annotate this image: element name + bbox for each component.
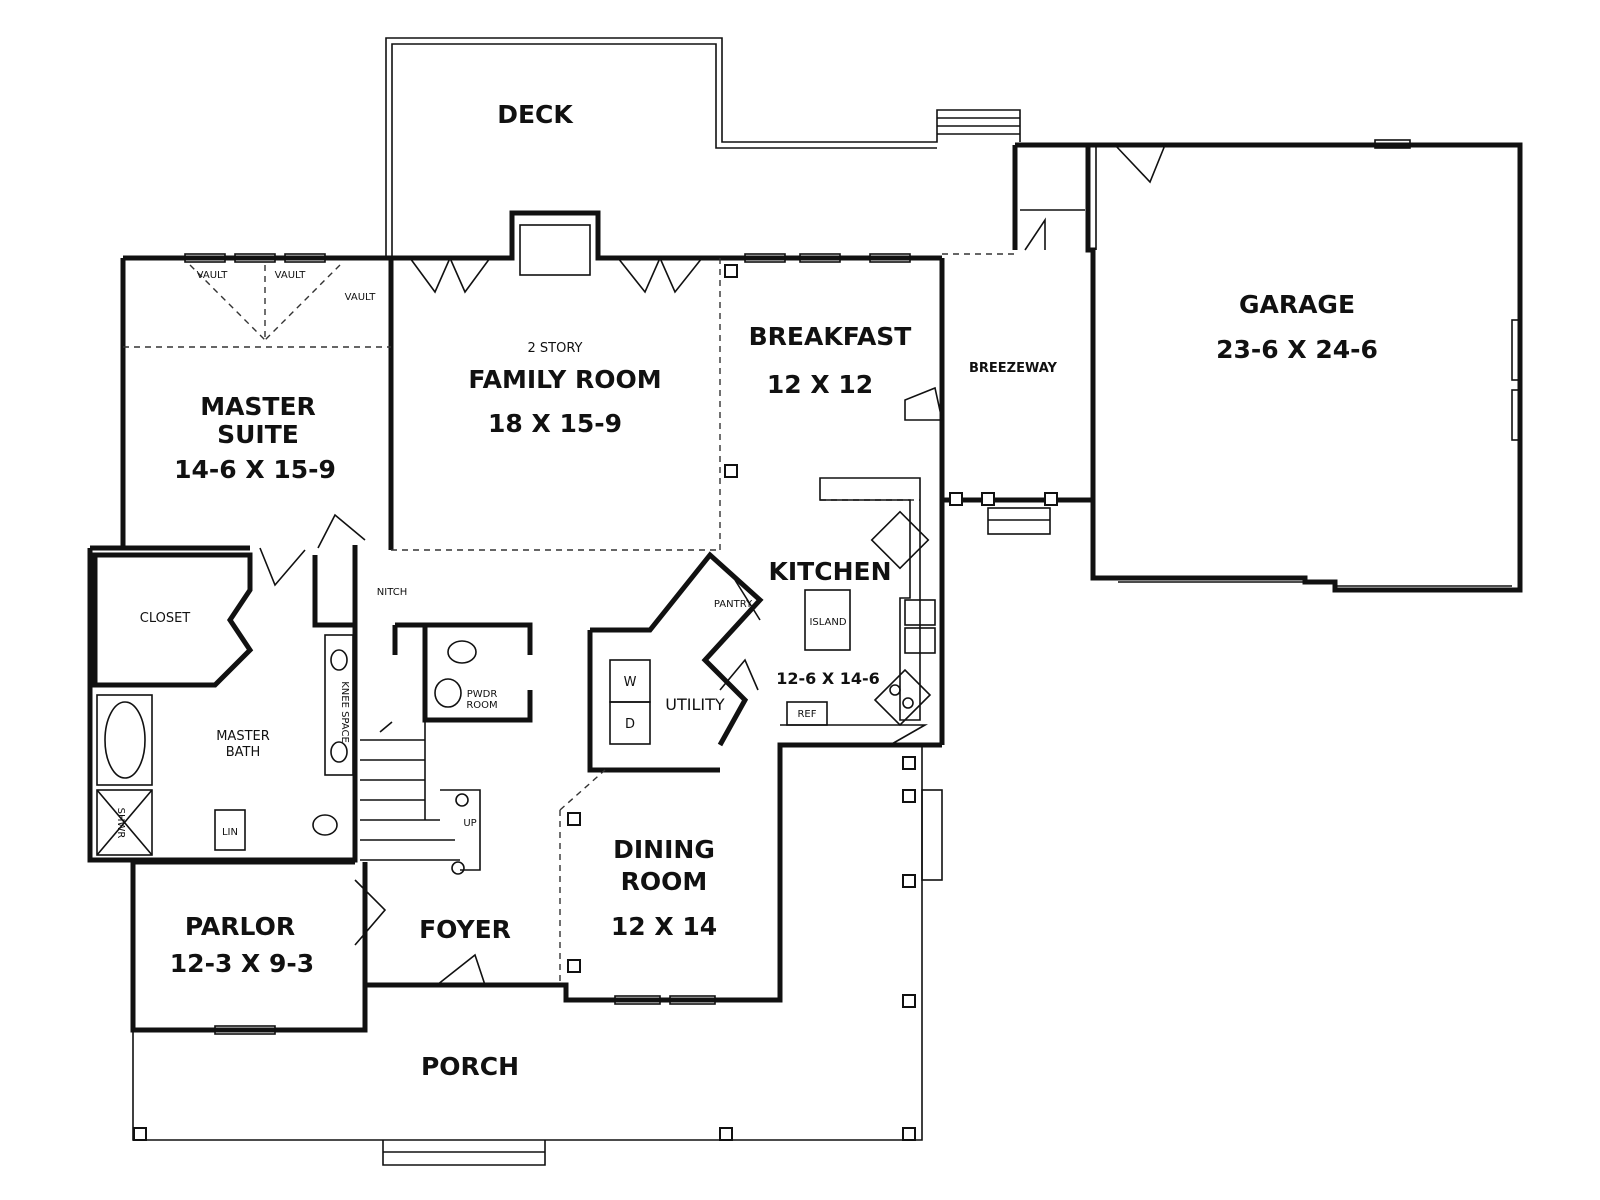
breezeway-details [904,386,1058,535]
family-room-label: FAMILY ROOM [468,365,661,394]
stairs [360,720,481,875]
garage-label: GARAGE [1239,290,1355,319]
parlor-size: 12-3 X 9-3 [170,949,314,978]
vault-markers: VAULT VAULT VAULT [123,264,391,348]
foyer-label: FOYER [419,915,511,944]
dining-room-label-2: ROOM [621,867,708,896]
family-room-doors [409,256,703,294]
kitchen-label: KITCHEN [769,557,892,586]
pantry-door [734,579,761,621]
powder-room-fixtures [434,640,477,708]
knee-space-label: KNEE SPACE [339,681,350,743]
kitchen-fixtures [780,477,936,746]
ref-label: REF [797,709,816,720]
master-bath-label-2: BATH [226,745,261,760]
dining-room-size: 12 X 14 [611,912,717,941]
garage-walls [1012,139,1523,593]
island-label: ISLAND [809,617,846,628]
entry-doors [214,513,716,1035]
master-suite-label-2: SUITE [217,420,299,449]
porch-label: PORCH [421,1052,519,1081]
breakfast-label: BREAKFAST [749,322,912,351]
niche-label: NITCH [377,587,407,598]
porch-outline [132,264,943,1166]
dining-room-label-1: DINING [613,835,715,864]
linen-label: LIN [222,827,238,838]
breezeway-label: BREEZEWAY [969,361,1058,376]
dryer-label: D [625,717,635,732]
vault-label-3: VAULT [345,292,377,303]
vault-label-2: VAULT [275,270,307,281]
master-suite-size: 14-6 X 15-9 [174,455,336,484]
deck-label: DECK [497,100,574,129]
family-room-size: 18 X 15-9 [488,409,622,438]
pantry-label: PANTRY [714,599,753,610]
family-room-note: 2 STORY [528,341,583,356]
master-bath-label-1: MASTER [216,729,270,744]
utility-label: UTILITY [665,695,725,714]
stair-up-label: UP [463,818,476,829]
kitchen-size: 12-6 X 14-6 [776,669,880,688]
master-bath-fixtures [96,547,354,856]
garage-size: 23-6 X 24-6 [1216,335,1378,364]
parlor-label: PARLOR [185,912,295,941]
master-suite-label-1: MASTER [200,392,316,421]
vault-label-1: VAULT [197,270,229,281]
powder-room-label-1: PWDR [467,689,498,700]
breakfast-size: 12 X 12 [767,370,873,399]
deck-outline [385,37,1021,258]
powder-room-label-2: ROOM [466,700,497,711]
main-walls [87,210,1093,1033]
shower-label: SHWR [115,808,126,839]
closet-label: CLOSET [140,611,191,626]
utility-appliances [609,658,759,745]
back-windows [184,253,911,263]
washer-label: W [624,675,637,690]
